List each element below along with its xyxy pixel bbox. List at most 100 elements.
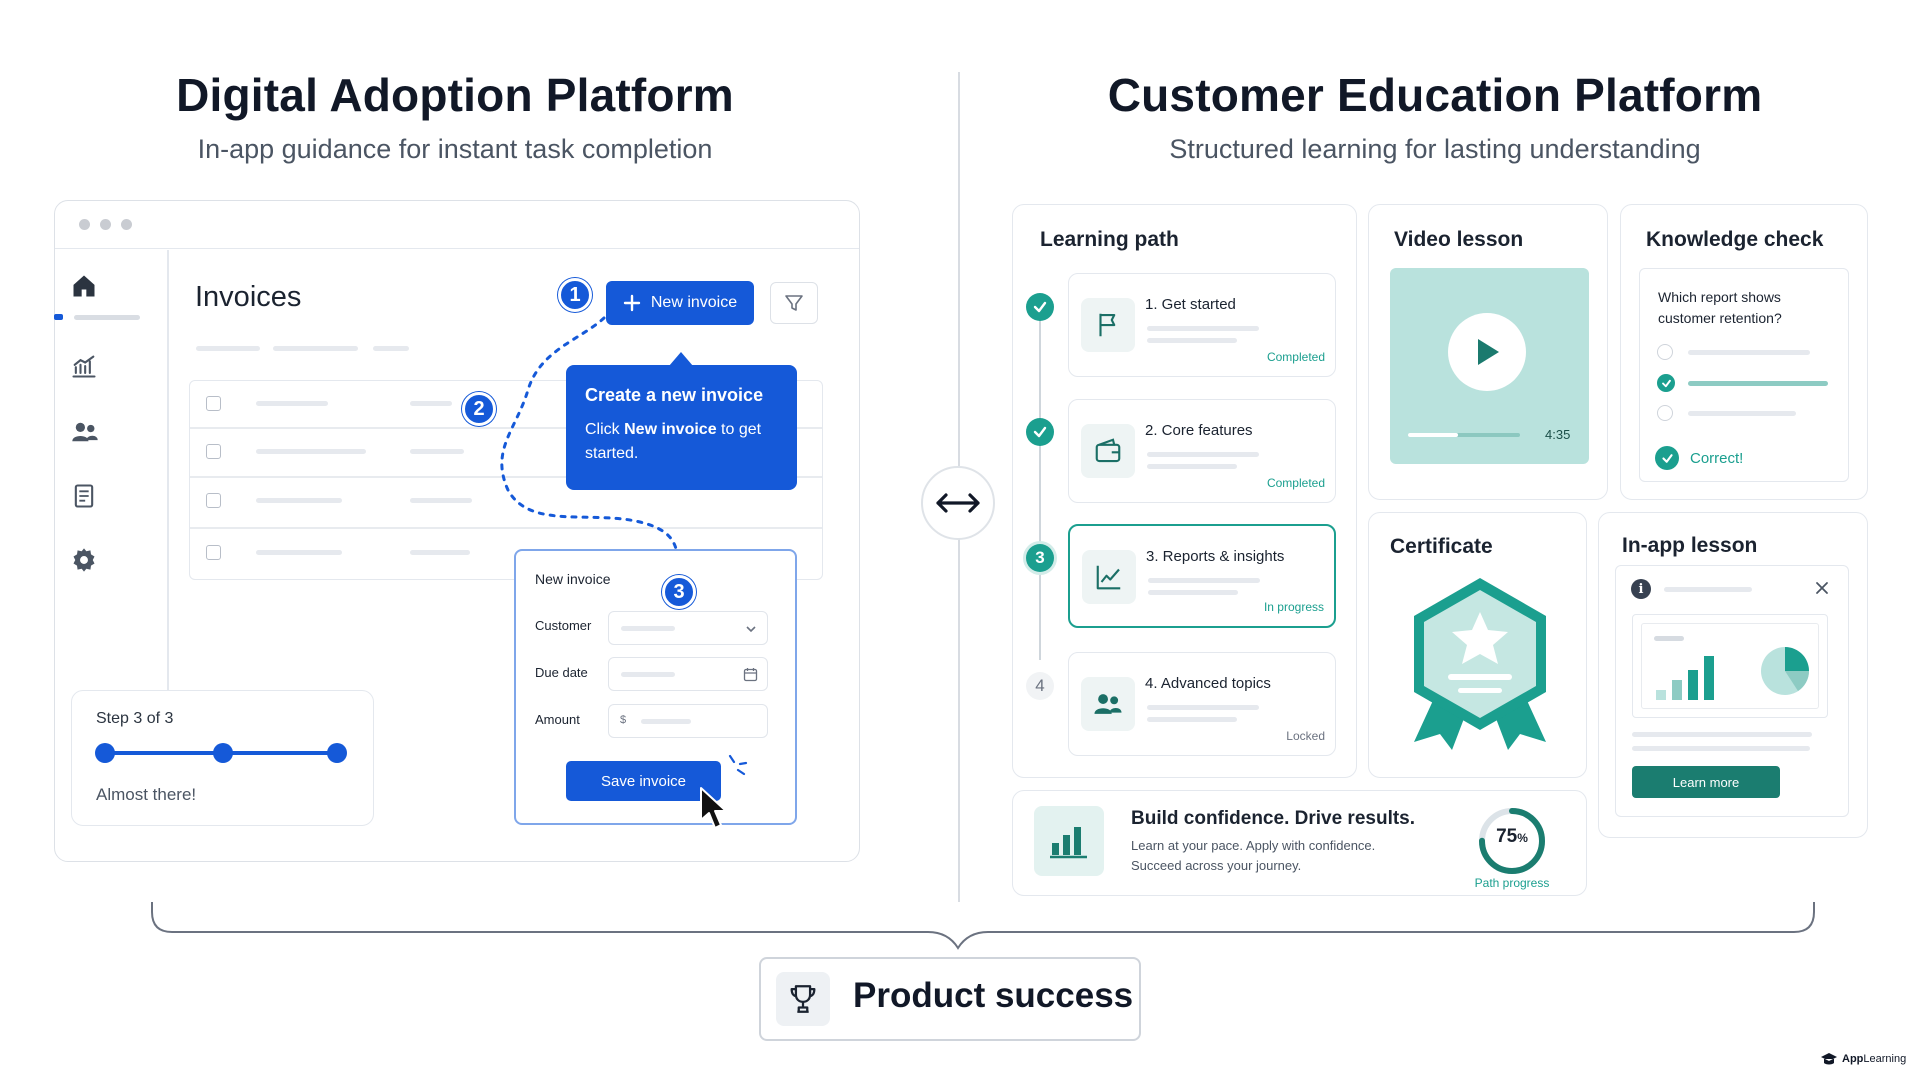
table-row-placeholder [256,498,342,503]
path-progress-percent: 75 [1496,826,1518,847]
click-spark-icon [728,754,748,776]
path-item-reports-insights[interactable]: 3. Reports & insights In progress [1068,524,1336,628]
banner-title: Build confidence. Drive results. [1131,808,1416,829]
path-item-placeholder [1147,338,1237,343]
gear-icon [73,548,95,572]
path-item-icon [1081,424,1135,478]
path-item-advanced-topics[interactable]: 4. Advanced topics Locked [1068,652,1336,756]
product-success-label: Product success [853,976,1134,1015]
cursor-icon [700,787,727,829]
table-row-checkbox[interactable] [206,545,221,560]
dap-title: Digital Adoption Platform [176,69,734,121]
flag-icon [1099,313,1116,337]
video-progress-track[interactable] [1408,433,1520,437]
step-badge-1: 1 [558,278,592,312]
new-invoice-button[interactable]: New invoice [606,281,754,325]
customer-select[interactable] [608,611,768,645]
learn-more-button[interactable]: Learn more [1632,766,1780,798]
chevron-down-icon [746,626,756,633]
table-row-placeholder [410,550,470,555]
currency-symbol: $ [620,714,627,726]
video-duration: 4:35 [1545,427,1571,442]
sidebar-item-settings[interactable] [70,546,106,582]
path-item-placeholder [1147,326,1259,331]
table-row-placeholder [410,401,452,406]
table-row-checkbox[interactable] [206,396,221,411]
certificate-title: Certificate [1390,535,1493,558]
quiz-question: Which report shows customer retention? [1658,289,1782,326]
step-progress-note: Almost there! [96,785,197,804]
certificate-badge-icon [1414,578,1546,750]
video-lesson-title: Video lesson [1394,228,1524,251]
graduation-cap-icon [1821,1053,1837,1065]
lesson-window [1615,565,1849,817]
trophy-icon [790,985,816,1013]
sidebar-item-analytics[interactable] [70,352,106,388]
lesson-text-placeholder [1632,746,1810,751]
double-arrow-icon [936,493,980,513]
step-progress-dot [95,743,115,763]
table-divider [190,527,822,529]
pie-chart-icon [1761,647,1809,695]
invoices-tab-placeholder [273,346,358,351]
path-item-status: Completed [1266,350,1325,364]
guidance-tooltip: Create a new invoice Click New invoice t… [566,365,797,490]
quiz-option-selected[interactable] [1657,374,1675,392]
path-item-label: 4. Advanced topics [1145,675,1271,692]
table-row-placeholder [410,498,472,503]
learn-more-label: Learn more [1672,774,1740,790]
table-row-placeholder [256,401,328,406]
tooltip-text: Click New invoice to get started. [585,418,778,466]
table-row-checkbox[interactable] [206,444,221,459]
close-icon[interactable] [1814,580,1830,596]
tooltip-title: Create a new invoice [585,385,764,405]
window-dot [121,219,132,230]
guidance-path [500,316,681,584]
video-player[interactable]: 4:35 [1390,268,1589,464]
path-item-core-features[interactable]: 2. Core features Completed [1068,399,1336,503]
sidebar-item-documents[interactable] [70,482,106,518]
brand-logo: AppLearning [1820,1050,1906,1068]
brand-name-rest: Learning [1863,1053,1907,1065]
step-progress-dot [213,743,233,763]
cep-subtitle: Structured learning for lasting understa… [1169,134,1701,164]
save-invoice-button[interactable]: Save invoice [566,761,721,801]
quiz-option[interactable] [1657,344,1673,360]
users-icon [72,422,98,442]
table-row-placeholder [410,449,464,454]
home-icon [73,275,95,297]
path-item-status: In progress [1263,600,1324,614]
step-progress-card [71,690,374,826]
plus-icon [623,294,641,312]
path-item-placeholder [1147,464,1237,469]
sidebar-divider [167,250,169,690]
amount-value [641,719,691,724]
swap-button[interactable] [921,466,995,540]
in-app-lesson-title: In-app lesson [1622,534,1758,557]
quiz-option[interactable] [1657,405,1673,421]
due-date-field[interactable] [608,657,768,691]
check-icon [1033,301,1047,313]
customer-label: Customer [535,618,592,633]
filter-button[interactable] [770,282,818,324]
calendar-icon [743,668,758,682]
sidebar-item-users[interactable] [70,418,106,454]
path-item-get-started[interactable]: 1. Get started Completed [1068,273,1336,377]
lesson-text-placeholder [1632,732,1812,737]
path-item-label: 2. Core features [1145,422,1253,439]
play-button[interactable] [1448,313,1526,391]
amount-field[interactable]: $ [608,704,768,738]
trophy-tile [776,972,830,1026]
sidebar-item-home[interactable] [70,272,106,308]
step-badge-3: 3 [662,575,696,609]
table-row-checkbox[interactable] [206,493,221,508]
path-progress-value: 75% [1476,826,1548,848]
brand-name: AppLearning [1842,1053,1906,1065]
brand-name-bold: App [1842,1053,1864,1065]
lesson-preview-placeholder [1654,636,1684,641]
save-invoice-label: Save invoice [600,772,687,790]
table-row-placeholder [256,449,366,454]
video-progress-fill [1408,433,1459,437]
cep-title: Customer Education Platform [1107,69,1763,121]
path-item-placeholder [1147,452,1259,457]
